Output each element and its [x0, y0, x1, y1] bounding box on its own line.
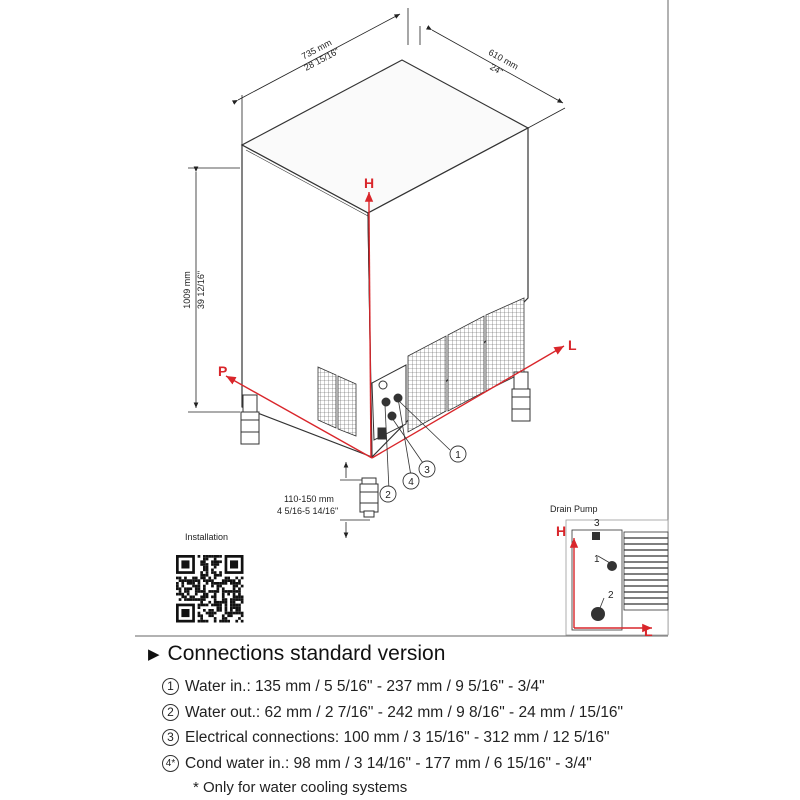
footnote: * Only for water cooling systems [193, 779, 408, 796]
connection-item: 1 Water in.: 135 mm / 5 5/16" - 237 mm /… [148, 674, 768, 700]
connection-item: 4* Cond water in.: 98 mm / 3 14/16" - 17… [148, 751, 768, 777]
axis-l-label: L [568, 337, 577, 353]
connection-item: 3 Electrical connections: 100 mm / 3 15/… [148, 725, 768, 751]
number-circle-icon: 2 [162, 703, 179, 721]
callout-3 [418, 460, 436, 478]
front-grill [407, 297, 525, 433]
callout-4 [402, 472, 420, 490]
inset-label-2: 2 [608, 590, 614, 601]
installation-label: Installation [185, 532, 228, 542]
height-mm-label: 1009 mm [182, 271, 192, 309]
inset-label-3: 3 [594, 518, 600, 529]
connection-text: Water in.: 135 mm / 5 5/16" - 237 mm / 9… [185, 678, 545, 695]
section-title-row: ▶ Connections standard version [148, 642, 768, 666]
connection-text: Cond water in.: 98 mm / 3 14/16" - 177 m… [185, 754, 592, 772]
callout-2 [379, 485, 397, 503]
inset-title: Drain Pump [550, 504, 598, 514]
axis-p-label: P [218, 363, 227, 379]
callout-1 [449, 445, 467, 463]
number-circle-icon: 3 [162, 729, 179, 747]
connection-item: 2 Water out.: 62 mm / 2 7/16" - 242 mm /… [148, 700, 768, 726]
callouts [379, 445, 467, 503]
connection-text: Electrical connections: 100 mm / 3 15/16… [185, 729, 610, 746]
p-axis [225, 375, 373, 459]
callout-leaders [384, 397, 451, 491]
section-title: Connections standard version [167, 642, 446, 665]
dimension-lines [188, 8, 566, 538]
connection-text: Water out.: 62 mm / 2 7/16" - 242 mm / 9… [185, 703, 624, 721]
callout-3-label: 3 [424, 465, 430, 476]
inset-connector-1 [607, 561, 617, 571]
inset-grill-lines [624, 537, 668, 605]
orientation-axes [225, 192, 565, 459]
foot-right [511, 371, 531, 422]
feet-in-label: 4 5/16-5 14/16" [277, 506, 338, 516]
triangle-bullet-icon: ▶ [148, 646, 160, 663]
machine-feet [240, 371, 531, 518]
dimension-labels: 735 mm 28 15/16" 610 mm 24" 1009 mm 39 1… [182, 37, 520, 516]
callout-2-label: 2 [385, 490, 391, 501]
inset-l-label: L [644, 623, 653, 639]
feet-mm-label: 110-150 mm [284, 494, 334, 504]
callout-1-label: 1 [455, 450, 461, 461]
foot-left [240, 394, 260, 445]
number-circle-icon: 1 [162, 678, 179, 696]
installation-qr-code [176, 555, 244, 623]
foot-front [359, 477, 379, 518]
callout-4-label: 4 [408, 477, 414, 488]
drain-pump-inset: Drain Pump 3 1 2 H L [550, 504, 669, 639]
axis-h-label: H [364, 175, 374, 191]
side-vent-grill [317, 366, 357, 437]
inset-label-1: 1 [594, 554, 600, 565]
l-axis [371, 345, 565, 459]
connection-panel [371, 364, 407, 441]
height-in-label: 39 12/16" [196, 271, 206, 309]
connections-section: ▶ Connections standard version 1 Water i… [148, 642, 768, 800]
inset-connector-2 [591, 607, 605, 621]
inset-connector-3 [592, 532, 600, 540]
inset-h-label: H [556, 523, 566, 539]
number-circle-icon: 4* [162, 754, 179, 772]
